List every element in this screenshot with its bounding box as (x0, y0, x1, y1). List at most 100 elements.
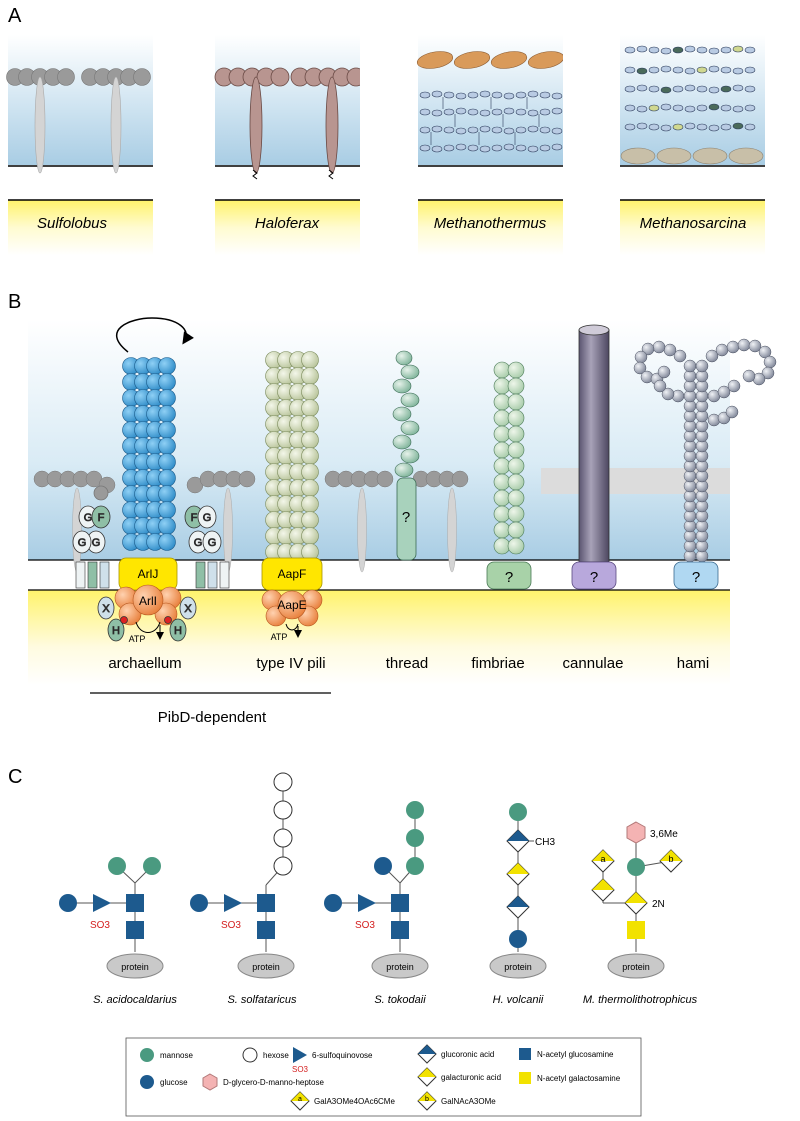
cannula-opening (578, 324, 610, 336)
so3-label: SO3 (355, 920, 375, 931)
protein-label: protein (252, 962, 280, 972)
protein-label: G (208, 537, 217, 549)
cannula-tube (578, 329, 610, 563)
legend-label: mannose (160, 1051, 193, 1060)
unknown-mark: ? (505, 569, 513, 586)
legend-glucose-symbol (140, 1075, 154, 1089)
mod-36me: 3,6Me (650, 829, 678, 840)
legend-mannose-symbol (140, 1048, 154, 1062)
so3-label: SO3 (90, 920, 110, 931)
legend-galnac-symbol (519, 1072, 531, 1084)
legend-label: 6-sulfoquinovose (312, 1051, 373, 1060)
fimbriae-base (486, 561, 532, 590)
protein-label: F (98, 512, 105, 524)
legend-label: glucoronic acid (441, 1050, 494, 1059)
mod-2n: 2N (652, 899, 665, 910)
panel-b-label: B (8, 291, 21, 313)
protein-label: G (92, 537, 101, 549)
glycan-s-solfataricus: protein SO3 S. solfataricus (190, 772, 297, 1006)
legend-label: N-acetyl glucosamine (537, 1050, 614, 1059)
organism-label: Methanothermus (434, 215, 547, 232)
unknown-mark: ? (590, 569, 598, 586)
legend-sulfoquinovose-symbol (293, 1047, 307, 1063)
panel-a-methanothermus: Methanothermus (360, 35, 565, 255)
legend-label: GalNAcA3OMe (441, 1097, 496, 1106)
hami-filament (633, 338, 777, 563)
legend-heptose-symbol (202, 1073, 218, 1091)
protein-label: protein (386, 962, 414, 972)
protein-label: protein (121, 962, 149, 972)
organism-label: Haloferax (255, 215, 320, 232)
atp-label: ATP (271, 632, 288, 642)
ch3-label: CH3 (535, 837, 555, 848)
legend-label: N-acetyl galactosamine (537, 1074, 621, 1083)
protein-label: H (174, 625, 182, 637)
organism-label: Sulfolobus (37, 215, 108, 232)
archaellum-fg-right: F G G G (184, 505, 222, 554)
structure-labels: archaellum type IV pili thread fimbriae … (108, 655, 709, 672)
pibd-label: PibD-dependent (158, 709, 267, 726)
glycan-s-tokodaii: protein SO3 S. tokodaii (324, 801, 429, 1006)
legend-so3: SO3 (292, 1065, 309, 1074)
legend: mannose hexose 6-sulfoquinovose SO3 gluc… (125, 1037, 642, 1117)
protein-label: H (112, 625, 120, 637)
aape-atpase (261, 589, 323, 627)
protein-label: X (102, 603, 110, 615)
s-layer-stalks (72, 487, 457, 573)
mark-a: a (600, 854, 605, 864)
so3-label: SO3 (221, 920, 241, 931)
aapf-label: AapF (278, 567, 307, 581)
panel-a-methanosarcina: Methanosarcina (563, 35, 765, 255)
archaellum-membrane-ring (75, 561, 230, 589)
structure-label: cannulae (563, 655, 624, 672)
legend-glcnac-symbol (519, 1048, 531, 1060)
species-label: H. volcanii (493, 994, 544, 1006)
protein-label: G (84, 512, 93, 524)
protein-label: F (191, 512, 198, 524)
panel-a-haloferax: Haloferax (214, 35, 366, 255)
structure-label: type IV pili (256, 655, 325, 672)
structure-label: hami (677, 655, 710, 672)
structure-label: fimbriae (471, 655, 524, 672)
species-label: S. tokodaii (374, 994, 426, 1006)
species-label: M. thermolithotrophicus (583, 994, 698, 1006)
protein-label: G (194, 537, 203, 549)
legend-mark-a: a (298, 1096, 302, 1103)
rotation-arrow (115, 317, 194, 353)
unknown-mark: ? (692, 569, 700, 586)
fimbriae-filament (493, 361, 525, 555)
thread-base (396, 477, 417, 561)
glycan-h-volcanii: protein CH3 H. volcanii (489, 803, 555, 1006)
protein-label: X (184, 603, 192, 615)
species-label: S. acidocaldarius (93, 994, 177, 1006)
thread-filament (392, 350, 420, 478)
aape-label: AapE (277, 598, 306, 612)
legend-label: D-glycero-D-manno-heptose (223, 1078, 324, 1087)
species-label: S. solfataricus (227, 994, 297, 1006)
s-layer (33, 470, 469, 494)
legend-mark-b: b (425, 1096, 429, 1103)
structure-label: thread (386, 655, 429, 672)
archaellum-fg-left: G F G G (72, 485, 111, 554)
glycan-s-acidocaldarius: protein SO3 S. acidocaldarius (59, 857, 177, 1006)
atp-label: ATP (129, 634, 146, 644)
legend-label: hexose (263, 1051, 289, 1060)
protein-label: G (78, 537, 87, 549)
type-iv-pilus (265, 351, 319, 561)
glycan-m-thermolithotrophicus: protein a b 3,6Me 2N M. thermolithotroph… (583, 821, 698, 1006)
arli-atpase (114, 584, 182, 626)
legend-label: GalA3OMe4OAc6CMe (314, 1097, 395, 1106)
structure-label: archaellum (108, 655, 181, 672)
aapf-protein (261, 557, 323, 591)
atp-arrow (285, 623, 299, 631)
protein-label: protein (622, 962, 650, 972)
arli-label: ArlI (139, 594, 157, 608)
archaellum-filament (122, 357, 176, 551)
legend-label: glucose (160, 1078, 188, 1087)
protein-label: protein (504, 962, 532, 972)
hami-base (673, 561, 719, 590)
arlj-label: ArlJ (138, 567, 159, 581)
panel-c-label: C (8, 766, 22, 788)
unknown-mark: ? (402, 509, 410, 526)
